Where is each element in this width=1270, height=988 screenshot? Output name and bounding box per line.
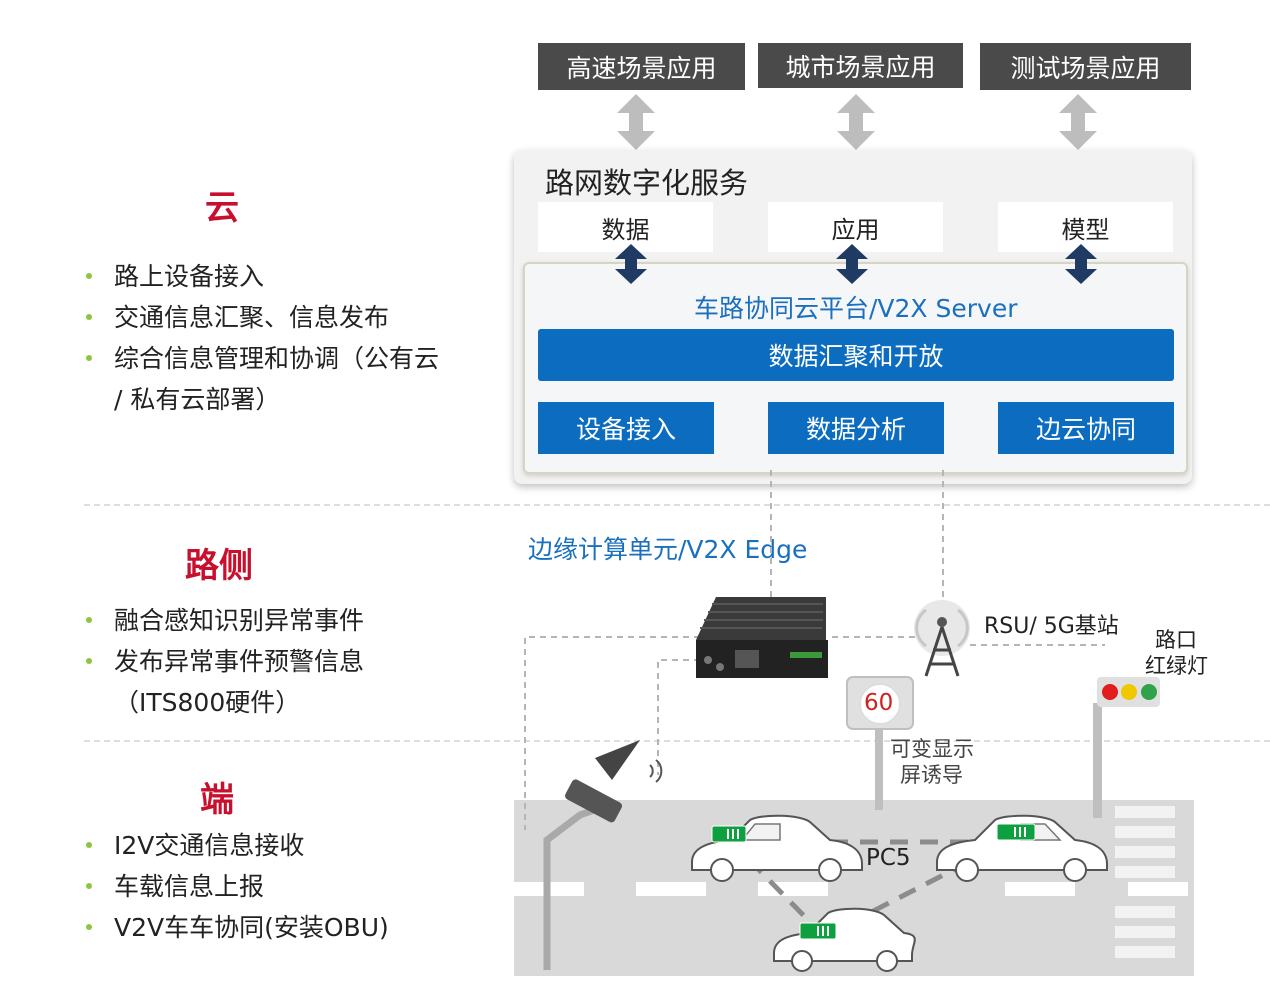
speed-sign-value: 60 [864, 690, 893, 716]
edge-device-icon [696, 597, 828, 678]
rsu-tower-icon [914, 600, 970, 676]
traffic-light-icon [1093, 677, 1160, 818]
pc5-label: PC5 [866, 845, 911, 871]
sign-label-2: 屏诱导 [900, 759, 963, 789]
rsu-label: RSU/ 5G基站 [984, 608, 1119, 640]
traffic-light-label-2: 红绿灯 [1145, 650, 1208, 680]
